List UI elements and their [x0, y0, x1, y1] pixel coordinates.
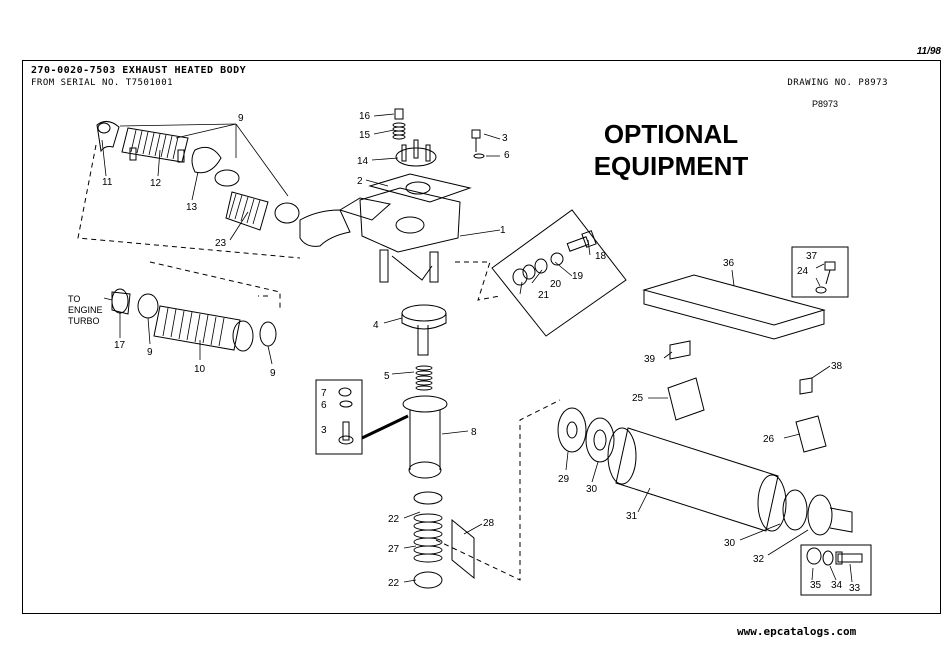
leader-lines — [101, 113, 853, 583]
callout-28: 28 — [483, 518, 495, 529]
callout-30a: 30 — [586, 484, 598, 495]
drawing-title: 270-0020-7503 EXHAUST HEATED BODY — [31, 65, 247, 76]
callout-31: 31 — [626, 511, 638, 522]
heated-body-group — [359, 108, 485, 589]
detail-box-bolt-33 — [800, 544, 872, 596]
muffler-group — [557, 274, 853, 536]
callout-3b: 3 — [321, 425, 327, 436]
optional-equipment-label: OPTIONAL EQUIPMENT — [586, 118, 756, 182]
part-callouts: 1 2 3 3 4 5 6 6 7 8 9 9 9 10 11 12 13 14… — [68, 111, 861, 594]
callout-14: 14 — [357, 156, 369, 167]
callout-29: 29 — [558, 474, 570, 485]
callout-1: 1 — [500, 225, 506, 236]
callout-35: 35 — [810, 580, 822, 591]
callout-4: 4 — [373, 320, 379, 331]
callout-15: 15 — [359, 130, 371, 141]
callout-16: 16 — [359, 111, 371, 122]
callout-36: 36 — [723, 258, 735, 269]
callout-2: 2 — [357, 176, 363, 187]
turbo-line-1: TO — [68, 294, 80, 304]
turbo-line-3: TURBO — [68, 316, 100, 326]
serial-number: FROM SERIAL NO. T7501001 — [31, 78, 174, 88]
callout-32: 32 — [753, 554, 765, 565]
drawing-number: DRAWING NO. P8973 — [787, 78, 888, 88]
callout-37: 37 — [806, 251, 818, 262]
callout-34: 34 — [831, 580, 843, 591]
detail-box-fasteners — [315, 379, 363, 455]
callout-38: 38 — [831, 361, 843, 372]
callout-13: 13 — [186, 202, 198, 213]
optional-line-2: EQUIPMENT — [593, 151, 749, 181]
callout-6a: 6 — [504, 150, 510, 161]
upper-hose-group — [96, 121, 392, 247]
callout-9c: 9 — [270, 368, 276, 379]
callout-6b: 6 — [321, 400, 327, 411]
callout-22b: 22 — [388, 578, 400, 589]
callout-18: 18 — [595, 251, 607, 262]
callout-5: 5 — [384, 371, 390, 382]
dashed-connectors — [77, 144, 561, 581]
callout-3a: 3 — [502, 133, 508, 144]
reference-code: P8973 — [812, 99, 839, 109]
callout-19: 19 — [572, 271, 584, 282]
callout-11: 11 — [102, 177, 113, 188]
optional-line-1: OPTIONAL — [603, 119, 739, 149]
drawing-frame — [22, 92, 941, 614]
callout-12: 12 — [150, 178, 162, 189]
callout-39: 39 — [644, 354, 656, 365]
callout-23: 23 — [215, 238, 227, 249]
turbo-line-2: ENGINE — [68, 305, 103, 315]
callout-33: 33 — [849, 583, 861, 594]
callout-21: 21 — [538, 290, 550, 301]
footer-website: www.epcatalogs.com — [737, 625, 857, 638]
callout-10: 10 — [194, 364, 206, 375]
drawing-header: 270-0020-7503 EXHAUST HEATED BODY FROM S… — [22, 60, 941, 92]
callout-8: 8 — [471, 427, 477, 438]
lower-hose-group — [111, 288, 277, 352]
detail-box-bolt-24 — [791, 246, 849, 298]
callout-30b: 30 — [724, 538, 736, 549]
callout-17: 17 — [114, 340, 126, 351]
detail-box-bolt-kit — [491, 209, 627, 337]
callout-24: 24 — [797, 266, 809, 277]
callout-26: 26 — [763, 434, 775, 445]
page-number: 11/98 — [916, 46, 941, 57]
callout-7: 7 — [321, 388, 327, 399]
callout-20: 20 — [550, 279, 562, 290]
callout-27: 27 — [388, 544, 400, 555]
callout-9a: 9 — [238, 113, 244, 124]
callout-9b: 9 — [147, 347, 153, 358]
callout-25: 25 — [632, 393, 644, 404]
callout-22a: 22 — [388, 514, 400, 525]
